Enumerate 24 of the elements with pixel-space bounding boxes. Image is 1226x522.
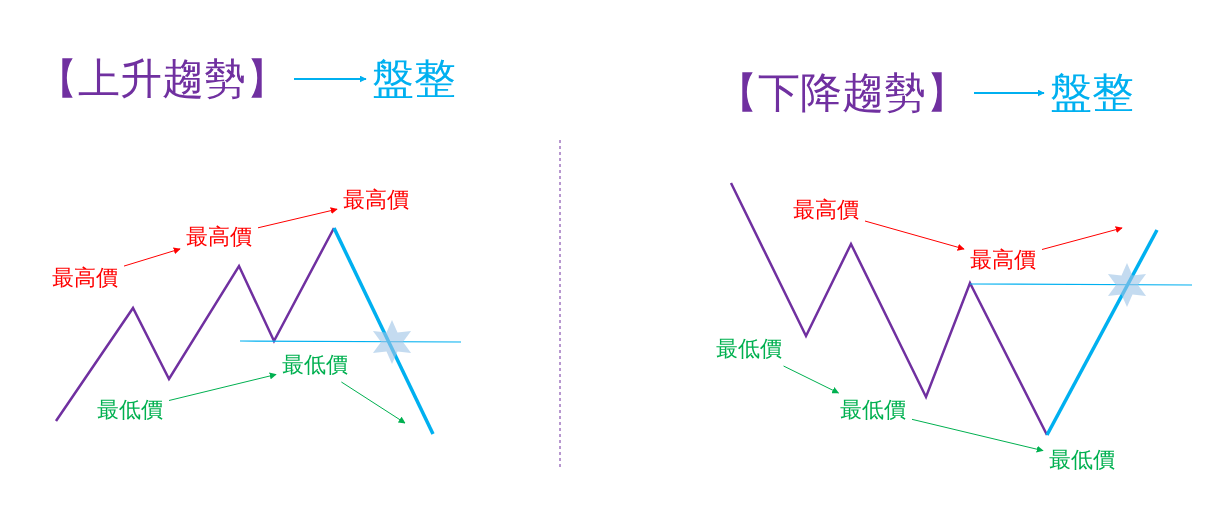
- arrow: [257, 207, 338, 229]
- arrow: [973, 89, 1045, 97]
- high-price-label: 最高價: [793, 199, 859, 221]
- trend-title: 【下降趨勢】: [716, 72, 968, 114]
- consolidation-title: 盤整: [372, 58, 456, 100]
- arrow: [168, 372, 277, 401]
- arrow: [911, 418, 1044, 453]
- high-price-label: 最高價: [970, 249, 1036, 271]
- low-price-label: 最低價: [282, 354, 348, 376]
- arrow: [123, 247, 181, 267]
- arrow: [1041, 226, 1123, 250]
- high-price-label: 最高價: [186, 226, 252, 248]
- low-price-label: 最低價: [97, 399, 163, 421]
- high-price-label: 最高價: [343, 189, 409, 211]
- low-price-label: 最低價: [716, 338, 782, 360]
- arrow: [864, 220, 965, 251]
- consolidation-title: 盤整: [1050, 72, 1134, 114]
- arrow: [340, 381, 406, 424]
- arrow: [783, 365, 840, 394]
- high-price-label: 最高價: [52, 267, 118, 289]
- low-price-label: 最低價: [1049, 449, 1115, 471]
- arrow: [293, 75, 367, 83]
- trend-title: 【上升趨勢】: [36, 58, 288, 100]
- low-price-label: 最低價: [840, 399, 906, 421]
